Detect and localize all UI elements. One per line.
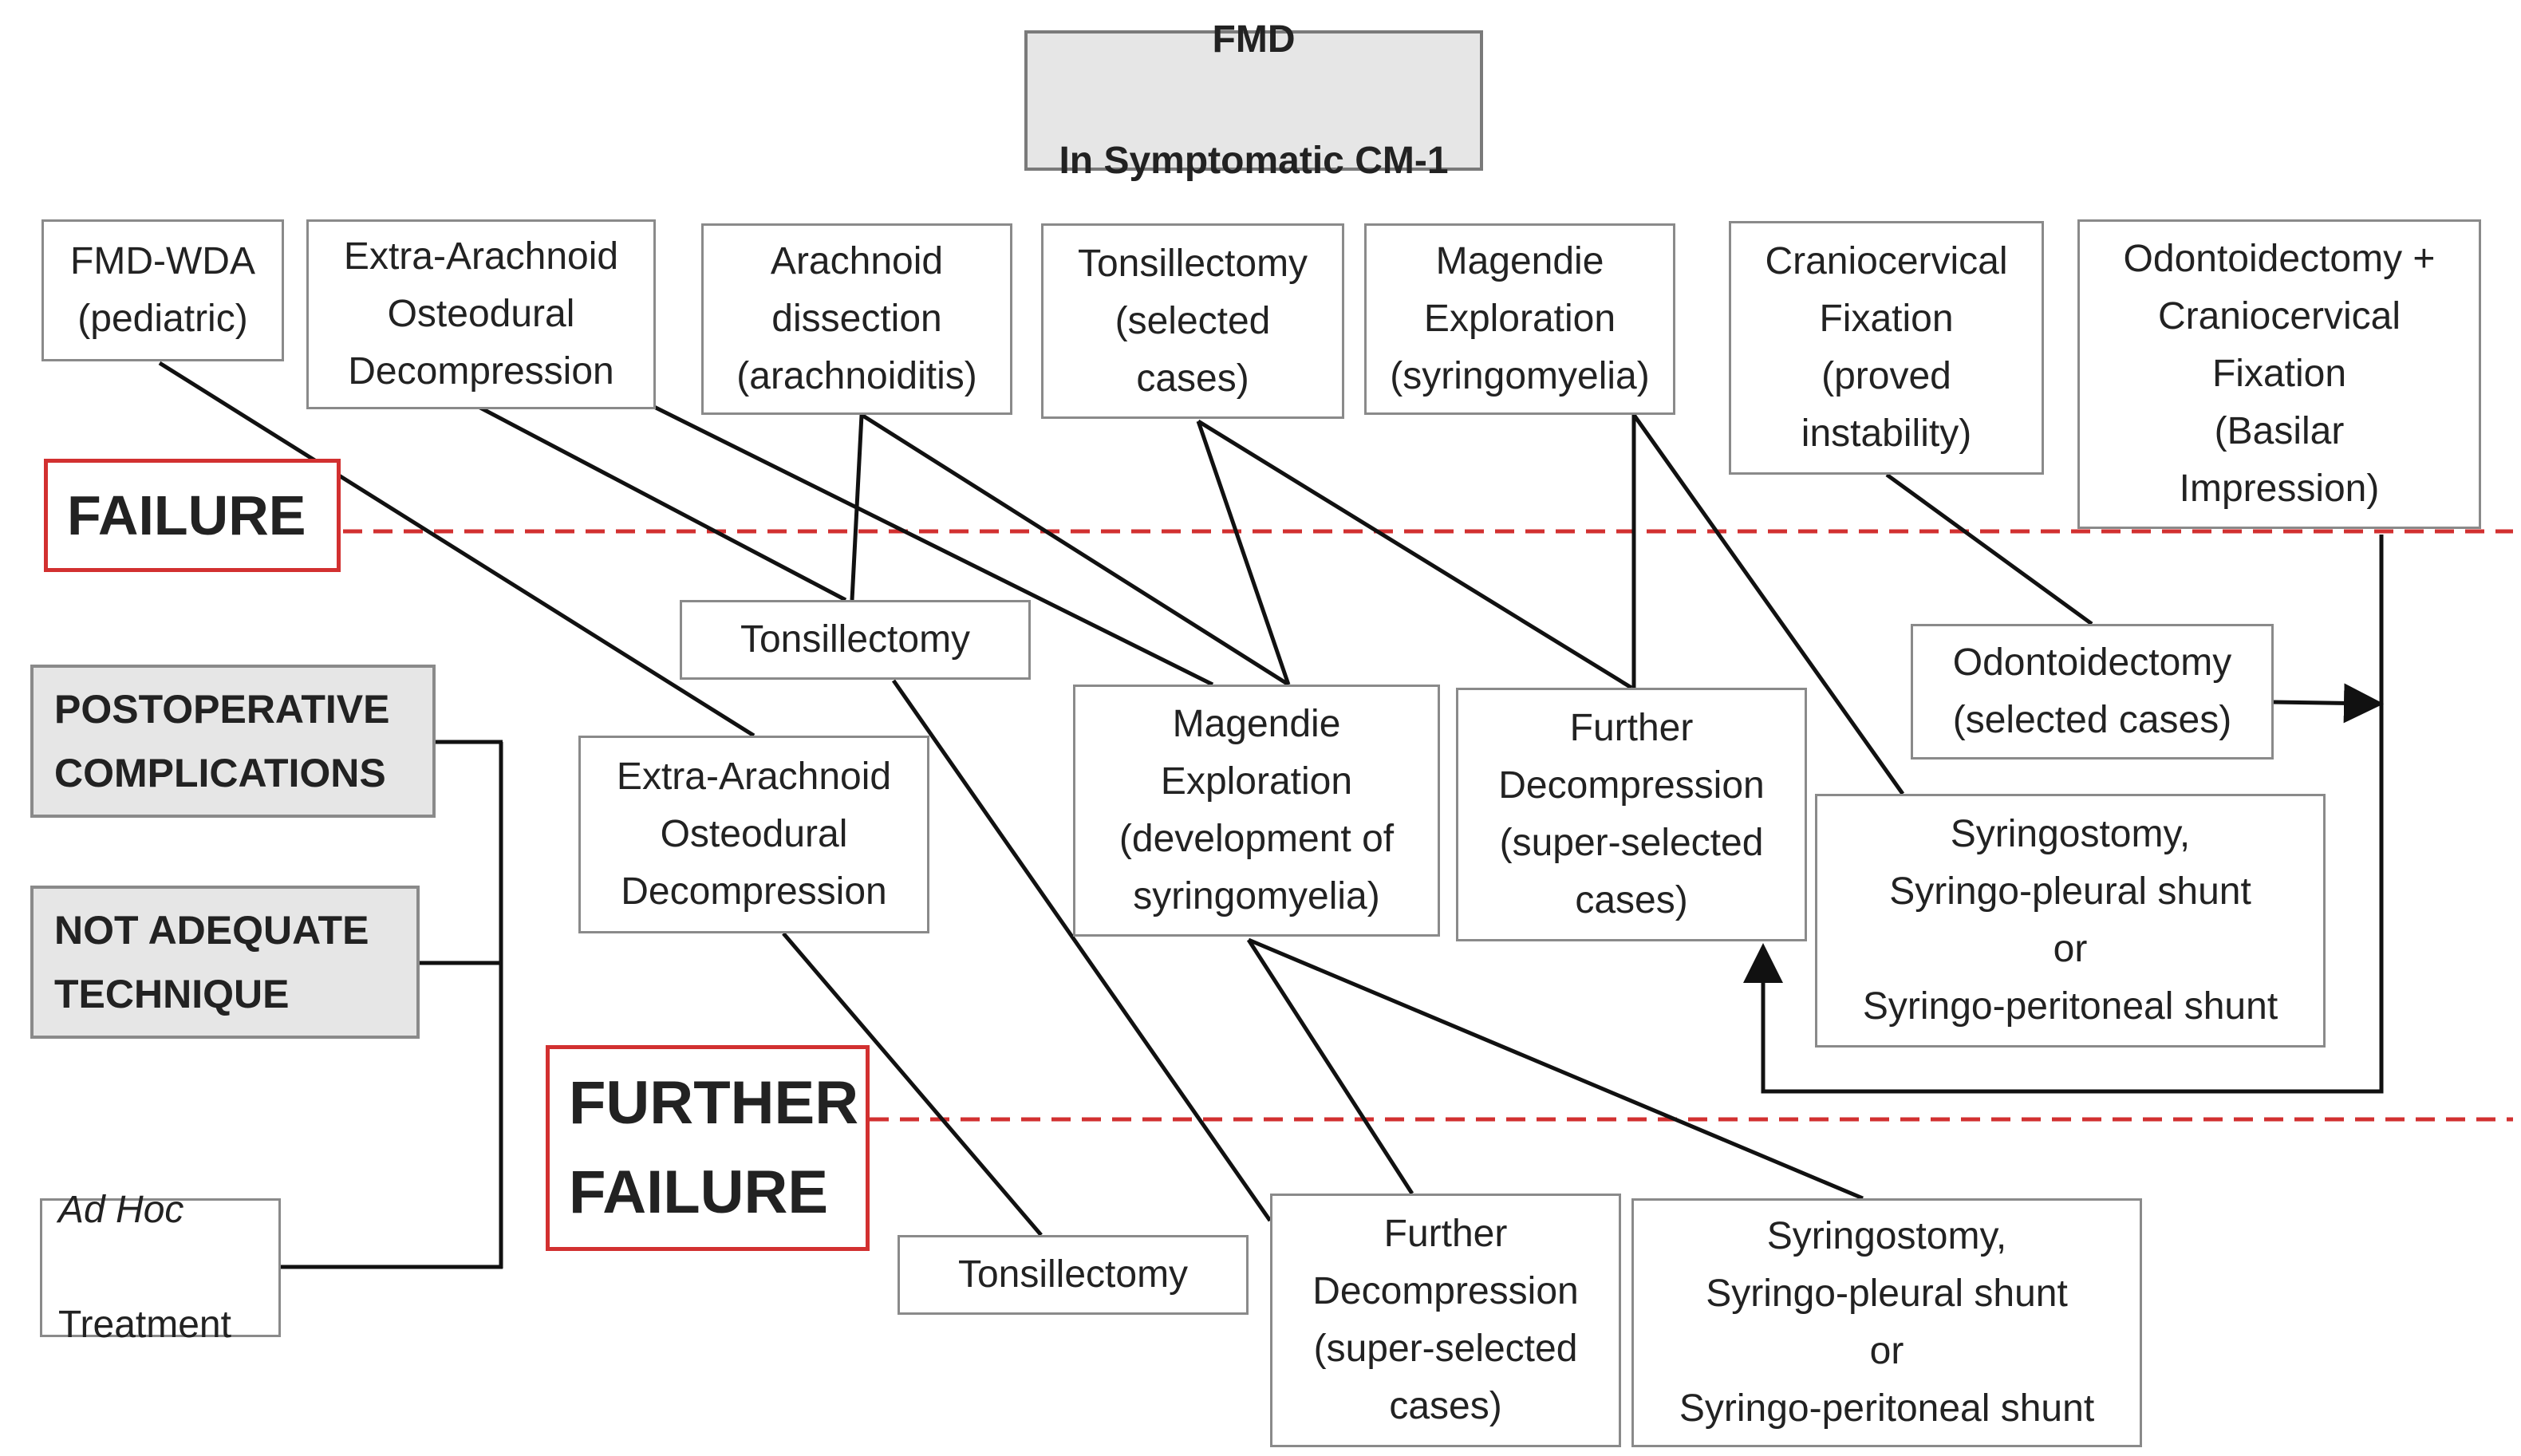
connector-tonsil-magendie <box>1196 420 1291 685</box>
not-adequate-technique-box: NOT ADEQUATE TECHNIQUE <box>30 886 420 1039</box>
connector-extra-tonsil <box>477 404 847 602</box>
third-tonsillectomy: Tonsillectomy <box>898 1235 1249 1315</box>
option-magendie-syringomyelia: Magendie Exploration (syringomyelia) <box>1364 223 1675 415</box>
second-extra-arachnoid: Extra-Arachnoid Osteodural Decompression <box>578 736 929 933</box>
connector-mag2-further3 <box>1246 938 1414 1195</box>
further-failure-label: FURTHER FAILURE <box>546 1045 870 1251</box>
failure-label: FAILURE <box>44 459 341 572</box>
connector-extra2-tonsil3 <box>782 932 1043 1237</box>
ad-hoc-plain: Treatment <box>58 1304 231 1346</box>
option-craniocervical-fixation: Craniocervical Fixation (proved instabil… <box>1729 221 2044 475</box>
second-odontoidectomy: Odontoidectomy (selected cases) <box>1911 624 2274 760</box>
connector-tonsil-further <box>1197 419 1633 690</box>
connector-odont-right <box>2273 683 2384 724</box>
connector-arach-tonsil <box>850 414 864 601</box>
ad-hoc-italic: Ad Hoc <box>58 1189 184 1231</box>
third-further-decompression: Further Decompression (super-selected ca… <box>1270 1194 1621 1447</box>
title-line-1: FMD <box>1212 18 1296 61</box>
connector-tonsil2-further3 <box>891 679 1272 1222</box>
connector-fmdwda-extra <box>158 361 756 738</box>
option-odontoidectomy-fixation: Odontoidectomy + Craniocervical Fixation… <box>2077 219 2481 529</box>
postoperative-complications-box: POSTOPERATIVE COMPLICATIONS <box>30 665 436 818</box>
connector-mag2-syringo3 <box>1248 937 1864 1201</box>
connector-extra-magendie <box>653 404 1214 687</box>
title-box: FMD In Symptomatic CM-1 <box>1024 18 1483 182</box>
second-syringostomy: Syringostomy, Syringo-pleural shunt or S… <box>1815 794 2326 1048</box>
second-tonsillectomy: Tonsillectomy <box>680 600 1031 680</box>
option-tonsillectomy-selected: Tonsillectomy (selected cases) <box>1041 223 1344 419</box>
title-line-2: In Symptomatic CM-1 <box>1059 140 1449 182</box>
ad-hoc-treatment-box: Ad Hoc Treatment <box>40 1189 281 1346</box>
second-further-decompression: Further Decompression (super-selected ca… <box>1456 688 1807 941</box>
connector-arach-magendie <box>860 412 1290 687</box>
option-fmd-wda: FMD-WDA (pediatric) <box>41 219 284 361</box>
second-magendie-exploration: Magendie Exploration (development of syr… <box>1073 685 1440 937</box>
option-extra-arachnoid: Extra-Arachnoid Osteodural Decompression <box>306 219 656 409</box>
connector-loop-further <box>1743 535 2384 1094</box>
third-syringostomy: Syringostomy, Syringo-pleural shunt or S… <box>1631 1198 2142 1447</box>
connector-magsyr-syringo <box>1631 413 1905 795</box>
option-arachnoid-dissection: Arachnoid dissection (arachnoiditis) <box>701 223 1012 415</box>
connector-cranio-odont <box>1885 472 2093 626</box>
